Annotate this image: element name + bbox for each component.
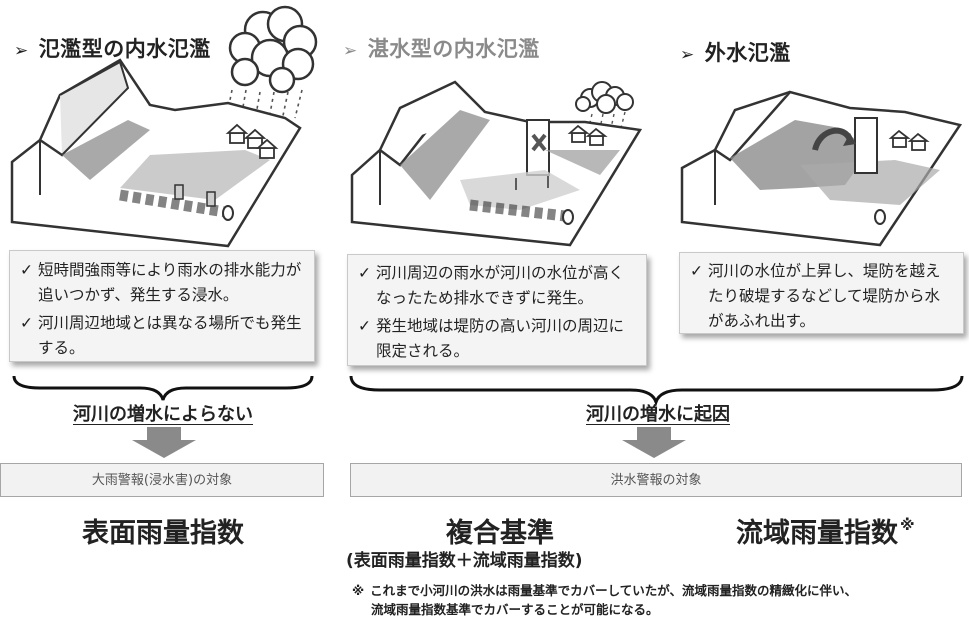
check-icon: ✓ [20, 314, 33, 332]
check-icon: ✓ [20, 261, 33, 279]
flood-water [120, 150, 270, 200]
drain-pipe [469, 199, 566, 222]
check-icon: ✓ [358, 264, 371, 282]
basin-rainfall-index-label: 流域雨量指数※ [736, 516, 915, 549]
panel3-description-box: ✓河川の水位が上昇し、堤防を越えたり破堤するなどして堤防から水があふれ出す。 [679, 252, 964, 334]
panel1-description-box: ✓短時間強雨等により雨水の排水能力が追いつかず、発生する浸水。 ✓河川周辺地域と… [9, 250, 315, 362]
flood-warning-bar: 洪水警報の対象 [350, 463, 962, 497]
panel1-title: ➢氾濫型の内水氾濫 [14, 37, 211, 61]
composite-criteria-label: 複合基準 [446, 518, 554, 549]
bullet-item: ✓短時間強雨等により雨水の排水能力が追いつかず、発生する浸水。 [20, 258, 304, 308]
arrow-bullet-icon: ➢ [14, 41, 29, 61]
panel2-title: ➢湛水型の内水氾濫 [343, 37, 540, 61]
footnote-mark: ※ [900, 516, 915, 534]
bullet-item: ✓発生地域は堤防の高い河川の周辺に限定される。 [358, 314, 636, 364]
cloud-icon [575, 81, 634, 114]
panel3-title: ➢外水氾濫 [680, 41, 791, 65]
closed-x-icon [531, 133, 547, 152]
check-icon: ✓ [690, 262, 703, 280]
cloud-icon [228, 5, 318, 94]
arrow-bullet-icon: ➢ [680, 45, 695, 65]
ponding-water [460, 170, 580, 210]
drain-pipe [119, 189, 226, 218]
river-water [62, 120, 150, 180]
levee-wall [854, 117, 878, 174]
house-icon [888, 129, 930, 151]
bullet-item: ✓河川の水位が上昇し、堤防を越えたり破堤するなどして堤防から水があふれ出す。 [690, 259, 953, 334]
check-icon: ✓ [358, 317, 371, 335]
house-icon [225, 123, 279, 159]
panel2-description-box: ✓河川周辺の雨水が河川の水位が高くなったため排水できずに発生。 ✓発生地域は堤防… [347, 254, 647, 366]
surface-rainfall-index-label: 表面雨量指数 [82, 518, 244, 549]
bullet-item: ✓河川周辺地域とは異なる場所でも発生する。 [20, 311, 304, 361]
house-icon [567, 124, 608, 146]
river-water [400, 110, 490, 200]
arrow-bullet-icon: ➢ [343, 41, 358, 61]
composite-criteria-sub-label: (表面雨量指数＋流域雨量指数) [346, 551, 583, 571]
footnote: ※これまで小河川の洪水は雨量基準でカバーしていたが、流域雨量指数の精緻化に伴い、… [352, 583, 858, 617]
heavy-rain-warning-bar: 大雨警報(浸水害)の対象 [0, 463, 324, 497]
group-label-river-rise: 河川の増水に起因 [586, 404, 730, 425]
group-label-not-river-rise: 河川の増水によらない [73, 404, 253, 425]
overflow-water [800, 160, 940, 205]
bullet-item: ✓河川周辺の雨水が河川の水位が高くなったため排水できずに発生。 [358, 261, 636, 311]
